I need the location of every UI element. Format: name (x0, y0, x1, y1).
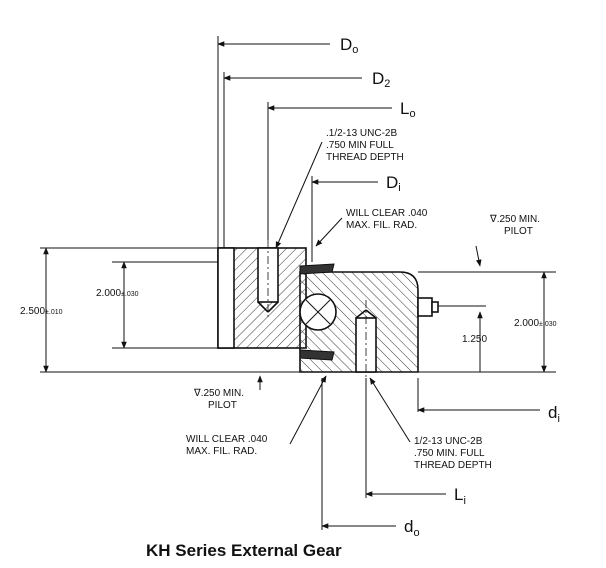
seal-top (299, 263, 335, 275)
note-clear-top: WILL CLEAR .040 MAX. FIL. RAD. (346, 208, 428, 231)
note-clear-bottom: WILL CLEAR .040 MAX. FIL. RAD. (186, 434, 268, 457)
dim-Lo: Lo (400, 99, 416, 120)
svg-text:∇.250 MIN.: ∇.250 MIN. (193, 388, 244, 399)
svg-text:WILL CLEAR .040: WILL CLEAR .040 (346, 208, 428, 219)
measure-outer-height: 2.000±.030 (96, 288, 139, 299)
dim-Do: Do (340, 35, 358, 56)
dim-do: do (404, 517, 420, 539)
seal-bottom (299, 349, 335, 361)
diagram-caption: KH Series External Gear (146, 541, 342, 560)
outer-ring (217, 247, 307, 349)
svg-text:WILL CLEAR .040: WILL CLEAR .040 (186, 434, 268, 445)
note-pilot-bottom: ∇.250 MIN. PILOT (193, 388, 244, 411)
svg-text:1/2-13 UNC-2B: 1/2-13 UNC-2B (414, 436, 483, 447)
svg-text:PILOT: PILOT (504, 226, 533, 237)
svg-text:MAX. FIL. RAD.: MAX. FIL. RAD. (346, 220, 417, 231)
note-thread-top: .1/2-13 UNC-2B .750 MIN FULL THREAD DEPT… (326, 128, 404, 163)
measure-inner-height: 2.000±.030 (514, 318, 557, 329)
grease-fitting (417, 297, 433, 317)
measure-offset: 1.250 (462, 334, 487, 345)
svg-text:∇.250 MIN.: ∇.250 MIN. (489, 214, 540, 225)
svg-text:.750 MIN. FULL: .750 MIN. FULL (414, 448, 485, 459)
svg-text:THREAD DEPTH: THREAD DEPTH (326, 152, 404, 163)
dim-Li: Li (454, 485, 466, 507)
svg-text:THREAD DEPTH: THREAD DEPTH (414, 460, 492, 471)
note-pilot-top: ∇.250 MIN. PILOT (489, 214, 540, 237)
svg-text:PILOT: PILOT (208, 400, 237, 411)
dim-D2: D2 (372, 69, 390, 90)
dimension-lines (40, 36, 556, 530)
measure-overall-height: 2.500±.010 (20, 306, 63, 317)
dim-Di: Di (386, 173, 401, 194)
ball-bearing (299, 293, 337, 331)
dim-di: di (548, 403, 560, 425)
svg-text:.750 MIN FULL: .750 MIN FULL (326, 140, 394, 151)
svg-text:MAX. FIL. RAD.: MAX. FIL. RAD. (186, 446, 257, 457)
note-thread-bottom: 1/2-13 UNC-2B .750 MIN. FULL THREAD DEPT… (414, 436, 492, 471)
svg-text:.1/2-13 UNC-2B: .1/2-13 UNC-2B (326, 128, 397, 139)
